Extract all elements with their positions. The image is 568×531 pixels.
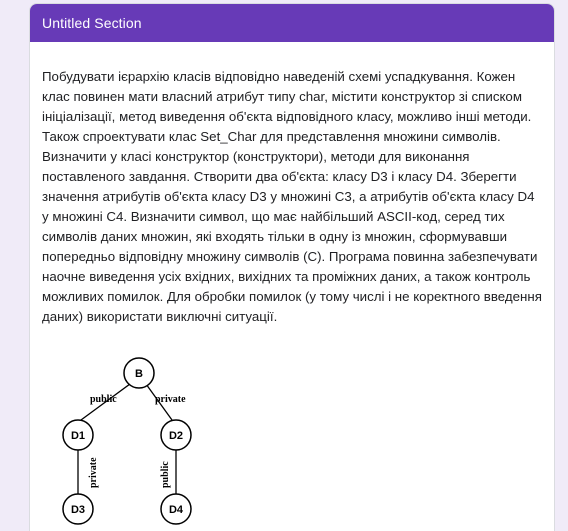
node-d4-label: D4 xyxy=(169,504,184,516)
node-d1: D1 xyxy=(62,419,94,451)
section-card: Untitled Section Побудувати ієрархію кла… xyxy=(29,3,555,531)
edge-label-b-d2: private xyxy=(155,394,186,405)
node-d2-label: D2 xyxy=(169,430,183,442)
node-d4: D4 xyxy=(160,493,192,525)
edge-label-b-d1: public xyxy=(90,394,117,405)
inheritance-diagram: public private private public B D1 D2 D3 xyxy=(62,357,192,525)
node-d3: D3 xyxy=(62,493,94,525)
node-b-label: B xyxy=(135,368,143,380)
node-d3-label: D3 xyxy=(71,504,85,516)
section-title: Untitled Section xyxy=(42,15,142,31)
edge-label-d2-d4: public xyxy=(160,461,171,488)
node-d1-label: D1 xyxy=(71,430,85,442)
edge-b-d1 xyxy=(80,383,131,421)
edge-b-d2 xyxy=(145,383,173,421)
edge-label-d1-d3: private xyxy=(88,457,99,488)
node-b: B xyxy=(123,357,155,389)
node-d2: D2 xyxy=(160,419,192,451)
section-description: Побудувати ієрархію класів відповідно на… xyxy=(42,69,542,324)
section-header: Untitled Section xyxy=(30,4,554,42)
